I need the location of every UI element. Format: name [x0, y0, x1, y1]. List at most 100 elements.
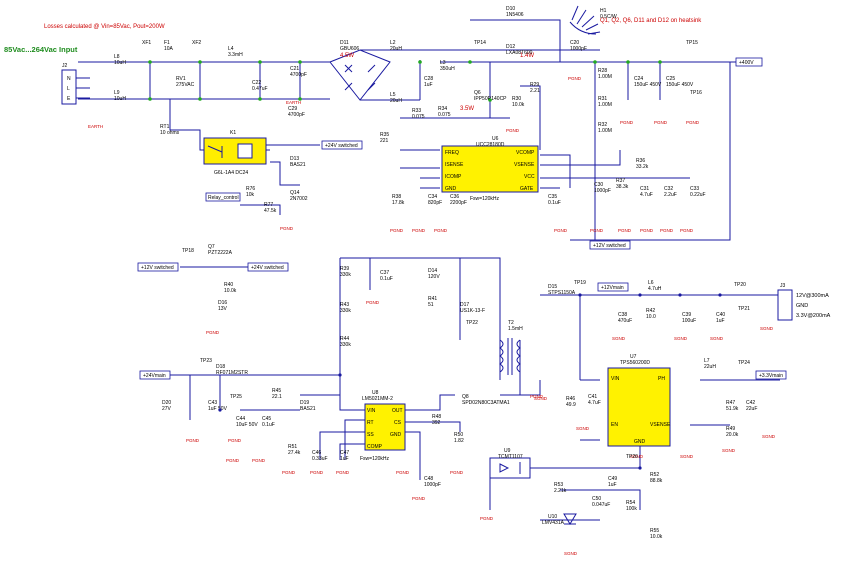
ref-c36: C36	[450, 194, 459, 200]
h1-value: 0.5C/W	[600, 14, 617, 20]
u8-pin-ss: SS	[367, 432, 374, 438]
ref-l7: L7	[704, 358, 710, 364]
u6-pin-icomp: ICOMP	[445, 174, 462, 180]
value-r29: 2.21	[530, 88, 540, 94]
ref-tp25: TP25	[230, 394, 242, 400]
gnd-sgnd-j3: SGND	[760, 326, 774, 331]
value-r32: 1.00M	[598, 128, 612, 134]
value-l3: 350uH	[440, 66, 455, 72]
ref-r43: R43	[340, 302, 349, 308]
net-12v-switched: +12V switched	[593, 243, 626, 249]
ref-tp15: TP15	[686, 40, 698, 46]
value-d15: STPS1150A	[548, 290, 576, 296]
gnd-pgnd-u8: PGND	[396, 470, 410, 475]
u6-pin-vcc: VCC	[524, 174, 535, 180]
gnd-pgnd-c45: PGND	[252, 458, 266, 463]
gnd-sgnd-c42: SGND	[762, 434, 776, 439]
value-c39: 100uF	[682, 318, 696, 324]
ref-l3: L3	[440, 60, 446, 66]
k1-part: G6L-1A4 DC24	[214, 170, 248, 176]
ref-r49: R49	[726, 426, 735, 432]
u7-pin-vsense: VSENSE	[650, 422, 671, 428]
ref-r40: R40	[224, 282, 233, 288]
gnd-pgnd-c35: PGND	[554, 228, 568, 233]
u8-fsw: Fsw=120kHz	[360, 456, 390, 462]
value-r54: 100k	[626, 506, 637, 512]
value-r55: 10.0k	[650, 534, 663, 540]
value-c40: 1uF	[716, 318, 725, 324]
value-c46: 0.33uF	[312, 456, 328, 462]
value-c20: 1000pF	[570, 46, 587, 52]
gnd-pgnd-c30: PGND	[590, 228, 604, 233]
ref-r45: R45	[272, 388, 281, 394]
ref-d11: D11	[340, 40, 349, 46]
gnd-pgnd-c34: PGND	[412, 228, 426, 233]
ref-c35: C35	[548, 194, 557, 200]
ref-l5: L5	[390, 92, 396, 98]
gnd-sgnd-d15: SGND	[534, 396, 548, 401]
value-c34: 820pF	[428, 200, 442, 206]
gnd-sgnd-c41: SGND	[576, 426, 590, 431]
value-c41: 4.7uF	[588, 400, 601, 406]
value-r33: 0.075	[412, 114, 425, 120]
ref-l6: L6	[648, 280, 654, 286]
ref-r34: R34	[438, 106, 447, 112]
u7-pin-vin: VIN	[611, 376, 620, 382]
value-c43: 1uF 50V	[208, 406, 228, 412]
ref-c45: C45	[262, 416, 271, 422]
value-r53: 2.21k	[554, 488, 567, 494]
ref-r44: R44	[340, 336, 349, 342]
ref-r52: R52	[650, 472, 659, 478]
gnd-pgnd-c48: PGND	[412, 496, 426, 501]
value-r43: 330k	[340, 308, 351, 314]
ref-c43: C43	[208, 400, 217, 406]
value-f1: 10A	[164, 46, 174, 52]
ref-c20: C20	[570, 40, 579, 46]
value-r50: 1.82	[454, 438, 464, 444]
heatsink-h1: H1 0.5C/W	[569, 5, 617, 35]
ref-r31: R31	[598, 96, 607, 102]
value-r31: 1.00M	[598, 102, 612, 108]
ref-f1: F1	[164, 40, 170, 46]
ref-r29: R29	[530, 82, 539, 88]
value-d18: RF071M2STR	[216, 370, 248, 376]
gnd-sgnd-u7: SGND	[630, 454, 644, 459]
wires	[78, 19, 780, 521]
value-c25: 150uF 450V	[666, 82, 694, 88]
value-r40: 10.0k	[224, 288, 237, 294]
ref-r53: R53	[554, 482, 563, 488]
ref-r48: R48	[432, 414, 441, 420]
value-r30: 10.0k	[512, 102, 525, 108]
value-r76: 10k	[246, 192, 255, 198]
ic-u7: VIN EN PH VSENSE GND U7 TPS560200D	[607, 354, 671, 447]
net-24v-switched: +24V switched	[325, 143, 358, 149]
j3-gnd: GND	[796, 303, 808, 309]
ref-tp20: TP20	[734, 282, 746, 288]
j2-pin-e: E	[67, 96, 71, 102]
net-12v-switched-left: +12V switched	[141, 265, 174, 271]
h1-ref: H1	[600, 8, 607, 14]
ref-tp16: TP16	[690, 90, 702, 96]
value-r49: 20.0k	[726, 432, 739, 438]
value-r48: 392	[432, 420, 441, 426]
j3-out1: 12V@300mA	[796, 293, 829, 299]
ref-d15: D15	[548, 284, 557, 290]
u6-pin-vsense: VSENSE	[514, 162, 535, 168]
ref-c50: C50	[592, 496, 601, 502]
ref-r38: R38	[392, 194, 401, 200]
ref-d17: D17	[460, 302, 469, 308]
value-c32: 2.2uF	[664, 192, 677, 198]
gnd-pgnd-c33: PGND	[680, 228, 694, 233]
gnd-pgnd-c32: PGND	[660, 228, 674, 233]
ref-c47: C47	[340, 450, 349, 456]
u7-pin-ph: PH	[658, 376, 665, 382]
ic-u8: VIN RT SS COMP OUT CS GND U8 LM5021MM-2 …	[360, 390, 406, 462]
ref-r51: R51	[288, 444, 297, 450]
gnd-pgnd-q14: PGND	[280, 226, 294, 231]
ref-c49: C49	[608, 476, 617, 482]
value-r39: 330k	[340, 272, 351, 278]
u8-pin-gnd: GND	[390, 432, 402, 438]
value-d13: BAS21	[290, 162, 306, 168]
value-c24: 150uF 450V	[634, 82, 662, 88]
value-r37: 38.3k	[616, 184, 629, 190]
